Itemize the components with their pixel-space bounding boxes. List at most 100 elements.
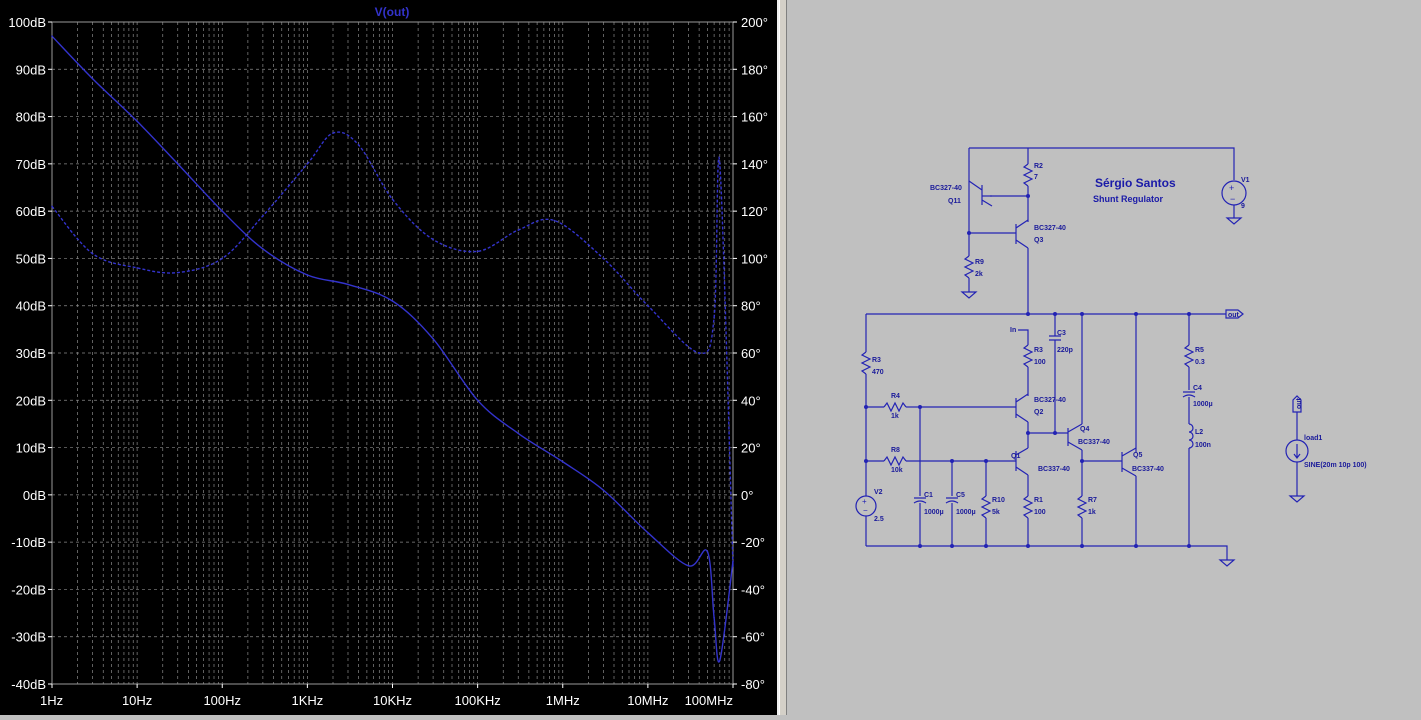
transistor-q4[interactable] [1067, 423, 1083, 451]
right-tick-label: 60° [741, 346, 761, 361]
minus-icon: − [863, 506, 868, 515]
magnitude-point [602, 489, 605, 491]
left-tick-label: 40dB [16, 299, 46, 314]
transistor-q3[interactable] [1015, 219, 1029, 249]
resistor-r10[interactable] [980, 495, 992, 519]
phase-point [332, 132, 334, 134]
phase-point [91, 252, 94, 255]
out-port-label: out [1228, 312, 1240, 319]
x-tick-label: 1MHz [546, 693, 580, 708]
wire-in [1018, 329, 1029, 345]
left-tick-label: 10dB [16, 441, 46, 456]
phase-point [357, 144, 360, 146]
right-tick-label: 40° [741, 393, 761, 408]
junction-dot [1026, 544, 1030, 548]
magnitude-point [706, 550, 709, 553]
left-tick-label: 20dB [16, 393, 46, 408]
resistor-r3-470[interactable] [860, 351, 872, 375]
right-tick-label: 140° [741, 157, 768, 172]
v2-value: 2.5 [874, 516, 884, 523]
series-phase-line[interactable] [51, 131, 734, 566]
resistor-r2[interactable] [1022, 163, 1034, 187]
r3a-value: 100 [1034, 359, 1046, 366]
magnitude-point [306, 274, 309, 276]
phase-point [391, 198, 394, 201]
q4-model: BC337-40 [1078, 439, 1110, 446]
transistor-q2[interactable] [1015, 393, 1029, 423]
schematic-canvas[interactable]: R2 7 BC327-40 Q11 BC327-40 Q3 R9 2k [787, 0, 1421, 715]
q1-name: Q1 [1011, 453, 1020, 460]
transistor-q1[interactable] [1015, 447, 1029, 476]
left-tick-label: 0dB [23, 488, 46, 503]
resistor-r4[interactable] [883, 401, 907, 413]
pane-splitter[interactable] [779, 0, 787, 715]
bode-plot[interactable]: 100dB90dB80dB70dB60dB50dB40dB30dB20dB10d… [0, 0, 779, 715]
junction-dot [1080, 544, 1084, 548]
load1-value: SINE(20m 10p 100) [1304, 462, 1367, 469]
r5-value: 0.3 [1195, 359, 1205, 366]
magnitude-point [391, 300, 394, 302]
minus-icon: − [1230, 194, 1235, 204]
c1-value: 1000µ [924, 509, 944, 516]
phase-point [221, 257, 224, 260]
r3a-name: R3 [1034, 347, 1043, 354]
schematic-pane[interactable]: R2 7 BC327-40 Q11 BC327-40 Q3 R9 2k [787, 0, 1421, 715]
resistor-r7[interactable] [1076, 495, 1088, 519]
c3-name: C3 [1057, 330, 1066, 337]
magnitude-point [647, 531, 649, 534]
capacitor-c5[interactable] [945, 497, 959, 504]
right-tick-label: 120° [741, 204, 768, 219]
phase-point [732, 564, 734, 567]
left-tick-label: 60dB [16, 204, 46, 219]
resistor-r1[interactable] [1022, 495, 1034, 519]
left-tick-label: -20dB [11, 582, 46, 597]
right-tick-label: 100° [741, 251, 768, 266]
phase-point [553, 219, 556, 222]
right-tick-label: -20° [741, 535, 765, 550]
r10-name: R10 [992, 497, 1005, 504]
c4-value: 1000µ [1193, 401, 1213, 408]
junction-dot [1187, 544, 1191, 548]
r3b-value: 470 [872, 369, 884, 376]
r1-name: R1 [1034, 497, 1043, 504]
resistor-r3-100[interactable] [1022, 344, 1034, 368]
schematic-title[interactable]: Sérgio Santos [1095, 176, 1176, 190]
left-axis: 100dB90dB80dB70dB60dB50dB40dB30dB20dB10d… [8, 15, 52, 692]
q3-name: Q3 [1034, 237, 1043, 244]
right-axis: 200°180°160°140°120°100°80°60°40°20°0°-2… [733, 15, 768, 692]
v1-value: 9 [1241, 203, 1245, 210]
left-tick-label: -30dB [11, 630, 46, 645]
wire-top-rail [969, 147, 1235, 180]
capacitor-c4[interactable] [1182, 391, 1196, 398]
load-port-flag[interactable] [1292, 395, 1302, 413]
magnitude-point [432, 338, 434, 340]
phase-point [647, 304, 649, 307]
schematic-subtitle[interactable]: Shunt Regulator [1093, 194, 1163, 204]
out-port-flag[interactable] [1225, 309, 1244, 319]
resistor-r9[interactable] [963, 255, 975, 279]
x-tick-label: 100KHz [455, 693, 501, 708]
r10-value: 5k [992, 509, 1000, 516]
capacitor-c1[interactable] [913, 497, 927, 504]
resistor-r5[interactable] [1183, 344, 1195, 368]
r2-value: 7 [1034, 174, 1038, 181]
resistor-r8[interactable] [883, 455, 907, 467]
transistor-q5[interactable] [1121, 447, 1137, 477]
series-magnitude-line[interactable] [51, 35, 734, 663]
phase-point [262, 215, 264, 217]
magnitude-point [176, 163, 179, 165]
junction-dot [1026, 312, 1030, 316]
inductor-l2[interactable] [1188, 423, 1194, 449]
ground-icon [960, 291, 978, 299]
trace-legend-vout[interactable]: V(out) [375, 5, 410, 19]
transistor-q11[interactable] [968, 180, 993, 207]
left-tick-label: -40dB [11, 677, 46, 692]
right-tick-label: -60° [741, 630, 765, 645]
r8-name: R8 [891, 447, 900, 454]
junction-dot [950, 544, 954, 548]
phase-point [719, 163, 721, 165]
q4-name: Q4 [1080, 426, 1089, 433]
junction-dot [918, 544, 922, 548]
